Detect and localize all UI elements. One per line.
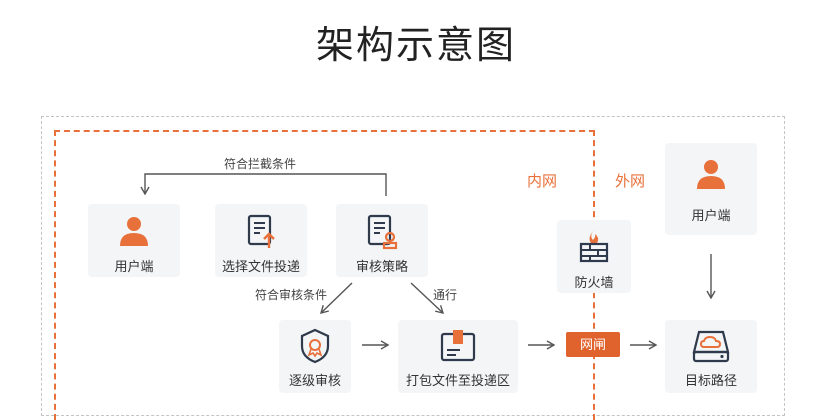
node-firewall: 防火墙 — [557, 220, 631, 293]
node-label: 逐级审核 — [288, 373, 341, 388]
arrow-review — [319, 282, 353, 314]
connector-arrows — [140, 173, 716, 350]
node-user-left: 用户端 — [88, 204, 180, 277]
edge-label-review: 符合审核条件 — [255, 288, 328, 302]
diagram-title: 架构示意图 — [315, 25, 516, 67]
arrow-pass — [410, 282, 445, 314]
node-target-path: 目标路径 — [665, 320, 757, 393]
node-label: 目标路径 — [684, 373, 737, 388]
user-icon — [120, 217, 148, 246]
firewall-icon — [579, 230, 609, 263]
zone-label-external: 外网 — [615, 173, 646, 190]
file-upload-icon — [247, 214, 275, 248]
node-user-right: 用户端 — [665, 143, 757, 235]
edge-label-pass: 通行 — [433, 288, 458, 302]
node-level-review: 逐级审核 — [279, 320, 351, 393]
edge-label-intercept: 符合拦截条件 — [224, 157, 297, 171]
node-label: 防火墙 — [574, 275, 614, 290]
node-pack-files: 打包文件至投递区 — [398, 320, 518, 393]
cloud-drive-icon — [692, 330, 730, 363]
node-select-files: 选择文件投递 — [215, 204, 307, 277]
gateway-badge: 网闸 — [566, 332, 620, 357]
node-review-policy: 审核策略 — [336, 204, 428, 277]
node-label: 用户端 — [691, 208, 731, 223]
arrow-intercept — [140, 173, 387, 196]
zone-label-internal: 内网 — [527, 173, 558, 190]
package-icon — [440, 330, 476, 362]
shield-icon — [300, 328, 330, 364]
node-label: 选择文件投递 — [221, 259, 300, 274]
document-approve-icon — [367, 214, 398, 250]
user-icon — [697, 160, 725, 189]
node-label: 用户端 — [114, 259, 154, 274]
node-label: 审核策略 — [355, 259, 408, 274]
node-label: 打包文件至投递区 — [405, 373, 510, 388]
